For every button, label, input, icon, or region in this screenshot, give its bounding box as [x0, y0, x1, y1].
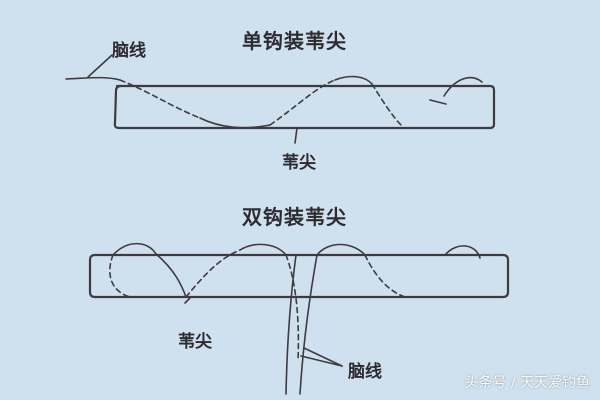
double-line-right-hidden-b [364, 254, 406, 298]
double-hook-line-label: 脑线 [348, 362, 382, 382]
double-line-right-hidden-a [285, 254, 300, 361]
double-hook-diagram [88, 242, 510, 395]
single-line-visible-bottom-left [199, 117, 271, 129]
double-line-right-hook [444, 245, 481, 259]
double-line-center-arc [239, 243, 287, 256]
single-reed-tip-outline [113, 84, 496, 130]
double-reed-tip-outline [88, 253, 510, 299]
single-hook-title: 单钩装苇尖 [242, 29, 347, 53]
double-line-left-hook [112, 242, 157, 256]
double-line-main-left [285, 254, 297, 395]
single-line-leader [65, 76, 121, 81]
double-line-right-wrap [316, 243, 366, 256]
double-line-center-hidden [185, 249, 241, 298]
double-line-left-wrap [155, 253, 187, 298]
single-hook-line-label: 脑线 [112, 41, 146, 61]
double-line-pointer-right [300, 355, 343, 367]
double-hook-reed-tip-label: 苇尖 [178, 332, 212, 352]
double-line-left-hidden [109, 254, 131, 298]
double-line-main-right [299, 254, 318, 395]
single-line-top-arc [334, 75, 373, 85]
single-line-hidden-wrap-left [119, 79, 201, 119]
double-hook-title: 双钩装苇尖 [242, 205, 347, 229]
watermark: 头条号 / 天天爱钓鱼 [464, 375, 590, 391]
single-line-end-knot [429, 76, 483, 105]
top-label-pointer [87, 54, 113, 78]
single-line-hidden-wrap-right [371, 83, 403, 127]
top-tip-pointer [294, 127, 298, 144]
single-line-hidden-wrap-middle [269, 79, 336, 126]
single-hook-reed-tip-label: 苇尖 [282, 153, 316, 173]
double-line-pointer-left [303, 347, 343, 367]
double-tip-pointer [184, 297, 191, 304]
single-hook-diagram [65, 75, 496, 130]
